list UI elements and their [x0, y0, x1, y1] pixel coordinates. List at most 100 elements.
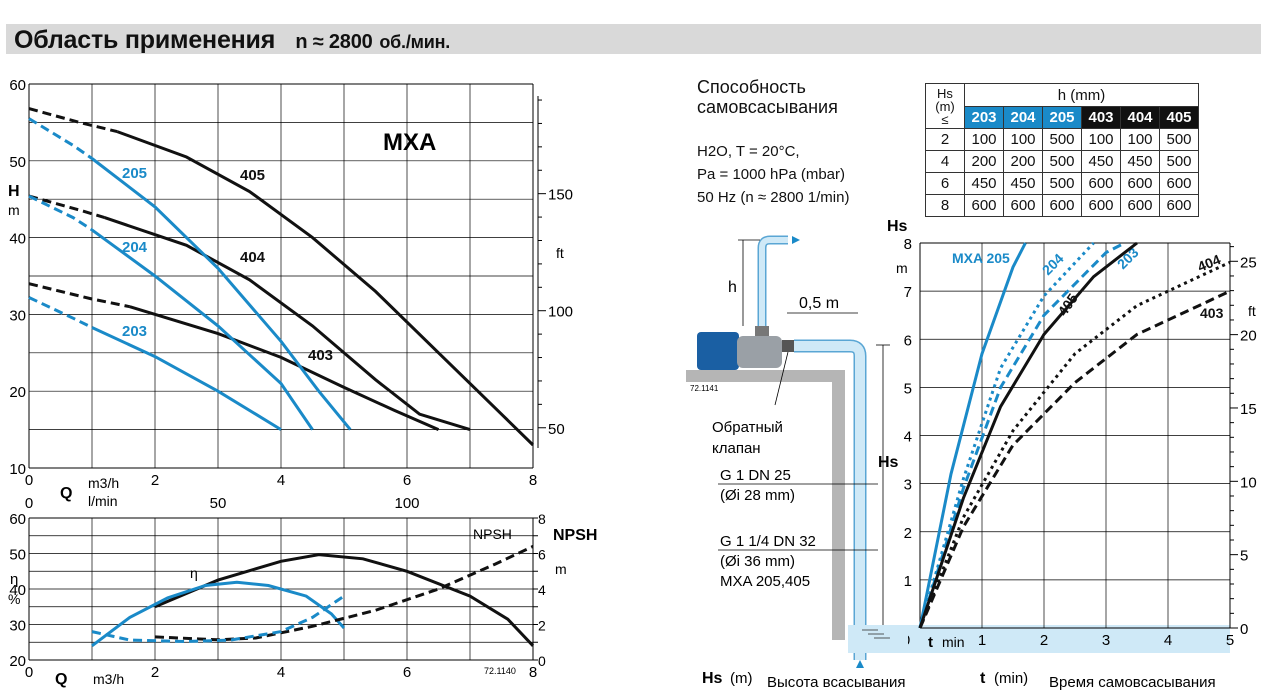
- valve-label-1: Обратный: [712, 419, 783, 436]
- table-cell: 600: [1120, 194, 1160, 217]
- eta-tick-label: 30: [9, 618, 26, 635]
- curve-405-dashed: [28, 107, 118, 134]
- npsh-tick-label: 2: [538, 618, 546, 634]
- table-cell: 450: [1003, 172, 1043, 195]
- condition-frequency: 50 Hz (n ≈ 2800 1/min): [697, 189, 850, 206]
- curve-label-205: 205: [122, 165, 147, 182]
- distance-label: 0,5 m: [799, 295, 839, 312]
- y-tick-label: 8: [904, 236, 912, 253]
- y-tick-label: 5: [904, 380, 912, 397]
- table-col-405: 405: [1159, 106, 1199, 129]
- pump-motor: [697, 332, 739, 370]
- table-hs-cell: 6: [925, 172, 965, 195]
- y-axis-label: Hs: [887, 218, 908, 235]
- table-cell: 500: [1159, 150, 1199, 173]
- npsh-axis-unit: m: [555, 561, 567, 577]
- x2-tick-label: 100: [394, 495, 419, 512]
- x-axis-label: t: [928, 634, 933, 651]
- y-tick-label: 60: [9, 77, 26, 94]
- curve-405: [116, 130, 535, 447]
- prime-curve-404: [918, 260, 1231, 629]
- pump-body: [737, 336, 782, 368]
- pipe2-sub: (Øi 36 mm): [720, 553, 795, 570]
- suction-pipe-inner: [794, 341, 865, 660]
- footer-t-unit: (min): [994, 670, 1028, 687]
- x-tick-label: 2: [151, 664, 159, 681]
- wall-ledge: [686, 370, 845, 640]
- table-cell: 500: [1042, 172, 1082, 195]
- footer-hs-label: Hs: [702, 670, 723, 687]
- prime-curve-MXA-205: [918, 242, 1027, 629]
- x-axis-unit: m3/h: [93, 671, 124, 687]
- prime-curve-203: [918, 241, 1126, 629]
- table-cell: 200: [964, 150, 1004, 173]
- water-surface: [848, 625, 1230, 653]
- table-cell: 600: [1081, 194, 1121, 217]
- diagram-code: 72.1141: [690, 384, 719, 393]
- valve-pointer: [774, 351, 789, 406]
- title-text: Область применения: [14, 26, 276, 54]
- x-tick-label: 6: [403, 472, 411, 489]
- pipe2-label: G 1 1/4 DN 32: [720, 533, 816, 550]
- eta-tick-label: 40: [9, 582, 26, 599]
- table-cell: 600: [1159, 194, 1199, 217]
- pump-outlet: [755, 326, 769, 336]
- ft-tick-label: 15: [1240, 401, 1257, 418]
- table-cell: 600: [1042, 194, 1082, 217]
- y-tick-label: 3: [904, 477, 912, 494]
- y-tick-label: 40: [9, 231, 26, 248]
- eta-tick-label: 50: [9, 547, 26, 564]
- pipe1-sub: (Øi 28 mm): [720, 487, 795, 504]
- y-tick-label: 7: [904, 284, 912, 301]
- curve-label-403: 403: [308, 347, 333, 364]
- table-cell: 450: [1081, 150, 1121, 173]
- curve-203: [91, 326, 282, 431]
- y-axis-unit: m: [8, 202, 20, 218]
- table-cell: 450: [1120, 150, 1160, 173]
- curve-403-dashed: [28, 282, 131, 309]
- curve-label-203: 203: [122, 323, 147, 340]
- curve-label-404: 404: [240, 249, 266, 266]
- table-cell: 200: [1003, 150, 1043, 173]
- table-cell: 600: [1081, 172, 1121, 195]
- table-cell: 600: [964, 194, 1004, 217]
- npsh-tick-label: 8: [538, 511, 546, 527]
- prime-curve-label: 404: [1195, 251, 1223, 275]
- curve-204-dashed: [28, 194, 93, 232]
- x-tick-label: 1: [978, 632, 986, 649]
- table-cell: 600: [1003, 194, 1043, 217]
- table-cell: 600: [1159, 172, 1199, 195]
- discharge-pipe-inner: [759, 237, 788, 326]
- x-tick-label: 0: [25, 472, 33, 489]
- table-hs-cell: 8: [925, 194, 965, 217]
- npsh-axis-label: NPSH: [553, 527, 597, 544]
- pipe1-label: G 1 DN 25: [720, 467, 791, 484]
- pump-inlet: [782, 340, 794, 352]
- table-cell: 500: [1042, 150, 1082, 173]
- table-cell: 500: [1159, 128, 1199, 151]
- eta-tick-label: 60: [9, 511, 26, 528]
- curve-404: [104, 216, 471, 432]
- x-axis-unit: m3/h: [88, 475, 119, 491]
- eta-axis-unit: %: [8, 591, 20, 607]
- table-hs-cell: 2: [925, 128, 965, 151]
- ft-tick-label: 100: [548, 304, 573, 321]
- eta-axis-label: η: [10, 571, 18, 588]
- ft-tick-label: 25: [1240, 254, 1257, 271]
- table-cell: 450: [964, 172, 1004, 195]
- ft-tick-label: 5: [1240, 548, 1248, 565]
- table-col-403: 403: [1081, 106, 1121, 129]
- condition-pressure: Pa = 1000 hPa (mbar): [697, 166, 846, 183]
- y-tick-label: 1: [904, 573, 912, 590]
- prime-curve-label: MXA 205: [952, 250, 1010, 266]
- table-cell: 600: [1120, 172, 1160, 195]
- self-priming-title-line1: Способность: [697, 77, 806, 97]
- x-tick-label: 8: [529, 472, 537, 489]
- table-hs-header: Hs(m)≤: [925, 83, 965, 129]
- title-bar: Область применения n ≈ 2800 об./мин.: [6, 24, 1261, 54]
- self-priming-chart: 12345678Hsm012345tmin0510152025ftMXA 205…: [686, 218, 1257, 691]
- npsh-tick-label: 0: [538, 653, 546, 669]
